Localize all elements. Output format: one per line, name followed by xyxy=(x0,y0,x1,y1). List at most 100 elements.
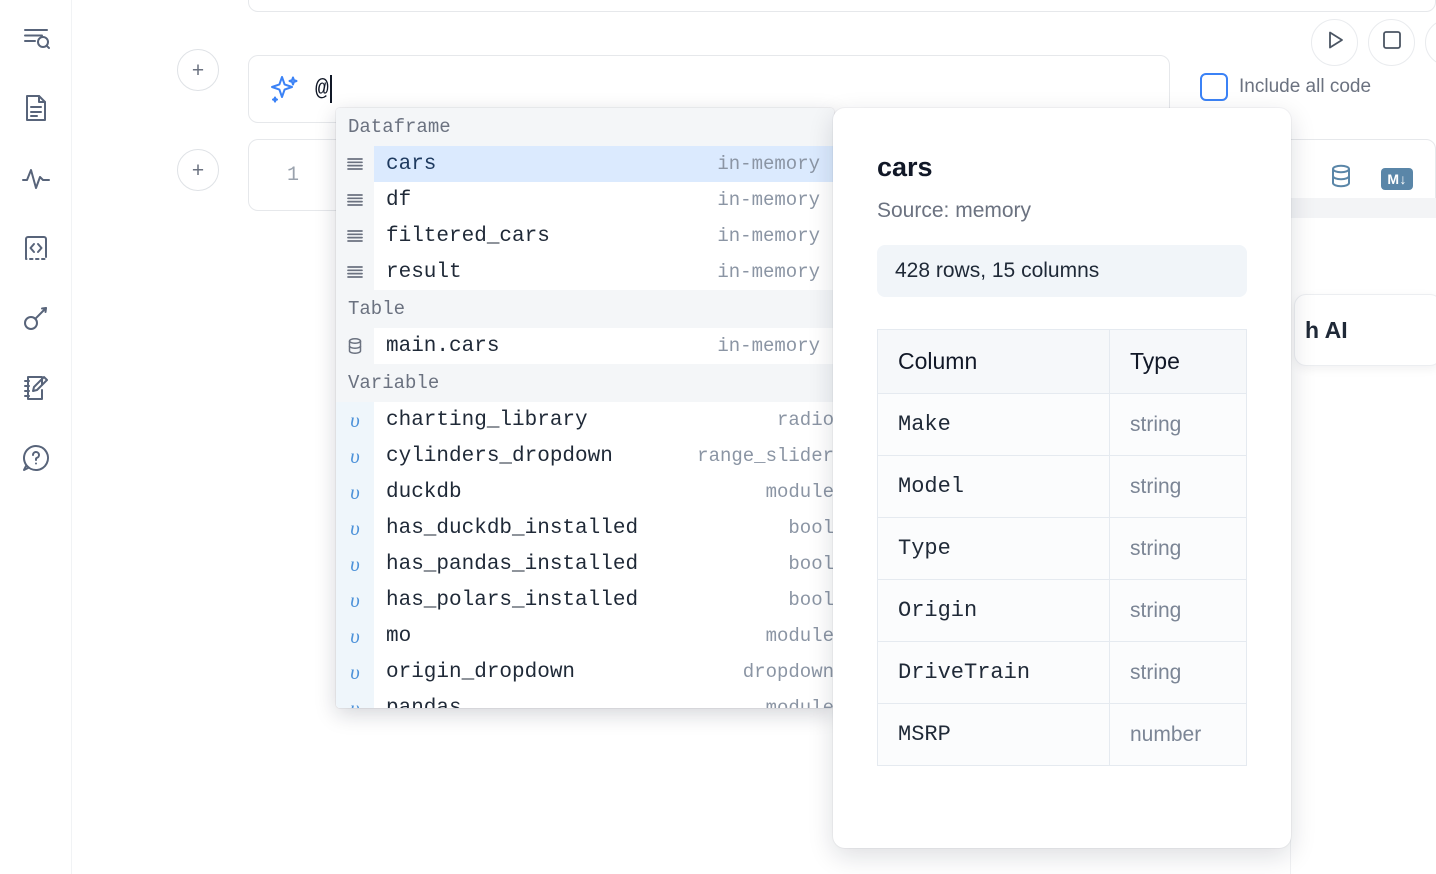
autocomplete-item-meta: bool xyxy=(788,553,834,575)
sidebar-item-key[interactable] xyxy=(14,296,58,340)
sidebar-item-code-snippet[interactable] xyxy=(14,226,58,270)
variable-icon: υ xyxy=(336,402,374,438)
play-icon xyxy=(1323,28,1347,57)
autocomplete-item-label: result xyxy=(386,260,462,284)
autocomplete-item-label: duckdb xyxy=(386,480,462,504)
autocomplete-item-meta: module xyxy=(765,625,834,647)
key-icon xyxy=(20,302,52,334)
stop-square-icon xyxy=(1381,29,1403,56)
autocomplete-item-label: cars xyxy=(386,152,437,176)
code-cell-icons: M↓ xyxy=(1327,162,1413,195)
more-options-button[interactable] xyxy=(1425,19,1436,66)
autocomplete-item-meta: in-memory xyxy=(717,225,820,247)
markdown-icon[interactable]: M↓ xyxy=(1381,167,1413,190)
dataframe-icon xyxy=(336,146,374,182)
autocomplete-item[interactable]: df in-memory xyxy=(336,182,834,218)
ai-prompt-input[interactable]: @ xyxy=(315,56,1169,122)
sparkle-icon xyxy=(267,72,301,106)
schema-column-type: string xyxy=(1109,393,1247,456)
autocomplete-item-meta: in-memory xyxy=(717,153,820,175)
activity-icon xyxy=(20,162,52,194)
documentation-panel: cars Source: memory 428 rows, 15 columns… xyxy=(833,108,1291,848)
plus-icon: + xyxy=(191,58,205,82)
variable-icon: υ xyxy=(336,654,374,690)
scratchpad-icon xyxy=(20,372,52,404)
autocomplete-group-header: Dataframe xyxy=(336,108,834,146)
help-chat-icon xyxy=(20,442,52,474)
sidebar-item-explore-search[interactable] xyxy=(14,16,58,60)
line-number: 1 xyxy=(286,163,299,187)
autocomplete-group-header: Variable xyxy=(336,364,834,402)
schema-column-type: string xyxy=(1109,641,1247,704)
autocomplete-item-label: charting_library xyxy=(386,408,588,432)
autocomplete-item-label: cylinders_dropdown xyxy=(386,444,613,468)
doc-source: Source: memory xyxy=(877,199,1032,222)
sidebar-item-help[interactable] xyxy=(14,436,58,480)
add-cell-button-top[interactable]: + xyxy=(177,49,219,91)
autocomplete-item-meta: radio xyxy=(776,409,834,431)
code-snippet-icon xyxy=(20,232,52,264)
doc-title: cars xyxy=(877,152,933,182)
sidebar-item-scratchpad[interactable] xyxy=(14,366,58,410)
database-icon[interactable] xyxy=(1327,162,1355,195)
autocomplete-item[interactable]: υ origin_dropdown dropdown xyxy=(336,654,834,690)
variable-icon: υ xyxy=(336,618,374,654)
include-all-code-row[interactable]: Include all code xyxy=(1200,73,1371,101)
add-cell-button-bottom[interactable]: + xyxy=(177,149,219,191)
variable-icon: υ xyxy=(336,546,374,582)
autocomplete-item-label: mo xyxy=(386,624,412,648)
schema-column-name: Model xyxy=(877,455,1110,518)
ai-card-label: h AI xyxy=(1305,316,1348,343)
autocomplete-item[interactable]: cars in-memory xyxy=(336,146,834,182)
autocomplete-item-meta: bool xyxy=(788,517,834,539)
ai-suggestion-card[interactable]: h AI xyxy=(1294,294,1436,366)
previous-cell xyxy=(248,0,1436,12)
include-all-code-checkbox[interactable] xyxy=(1200,73,1228,101)
schema-column-type: string xyxy=(1109,455,1247,518)
sidebar-item-document[interactable] xyxy=(14,86,58,130)
autocomplete-item-label: df xyxy=(386,188,412,212)
sidebar-rail xyxy=(0,0,72,874)
stop-button[interactable] xyxy=(1368,19,1415,66)
doc-shape-badge: 428 rows, 15 columns xyxy=(877,245,1247,297)
autocomplete-item-meta: dropdown xyxy=(742,661,834,683)
ai-prompt-value: @ xyxy=(315,76,329,102)
variable-icon: υ xyxy=(336,582,374,618)
variable-icon: υ xyxy=(336,438,374,474)
dataframe-icon xyxy=(336,254,374,290)
variable-icon: υ xyxy=(336,510,374,546)
autocomplete-item[interactable]: υ has_pandas_installed bool xyxy=(336,546,834,582)
run-button[interactable] xyxy=(1311,19,1358,66)
autocomplete-item-label: main.cars xyxy=(386,334,500,358)
autocomplete-item[interactable]: main.cars in-memory xyxy=(336,328,834,364)
autocomplete-item-meta: module xyxy=(765,697,834,708)
dataframe-icon xyxy=(336,218,374,254)
autocomplete-item-label: has_pandas_installed xyxy=(386,552,639,576)
dataframe-icon xyxy=(336,182,374,218)
schema-column-name: Origin xyxy=(877,579,1110,642)
autocomplete-item[interactable]: result in-memory xyxy=(336,254,834,290)
autocomplete-item-meta: in-memory xyxy=(717,335,820,357)
schema-column-type: string xyxy=(1109,517,1247,580)
autocomplete-item-meta: in-memory xyxy=(717,189,820,211)
autocomplete-item-meta: in-memory xyxy=(717,261,820,283)
document-icon xyxy=(20,92,52,124)
autocomplete-item-label: origin_dropdown xyxy=(386,660,576,684)
autocomplete-item[interactable]: υ charting_library radio xyxy=(336,402,834,438)
sidebar-item-activity[interactable] xyxy=(14,156,58,200)
